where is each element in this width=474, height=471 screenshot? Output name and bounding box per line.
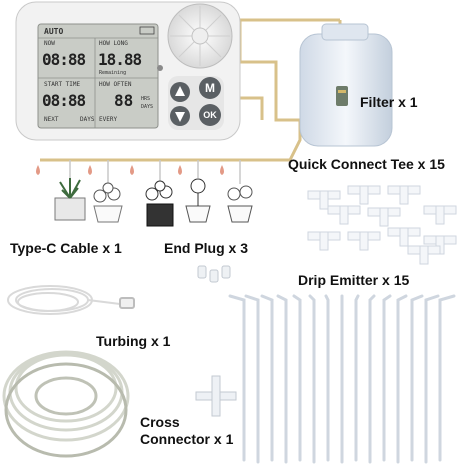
- cross-connector: [195, 375, 237, 417]
- tubing-coil: [2, 350, 130, 458]
- lcd-now-label: NOW: [44, 40, 55, 47]
- end-plug-label: End Plug x 3: [164, 240, 249, 256]
- filter-label: Filter x 1: [360, 94, 418, 110]
- type-c-cable-label: Type-C Cable x 1: [10, 240, 122, 256]
- lcd-now-time: 08:88: [42, 50, 86, 69]
- lcd-how-long-label: HOW LONG: [99, 40, 128, 47]
- lcd-start-time-label: START TIME: [44, 81, 81, 88]
- end-plugs: [197, 265, 231, 283]
- lcd-every-label: EVERY: [99, 116, 118, 123]
- lcd-hrs-label: HRS: [141, 96, 151, 102]
- quick-connect-tee-label: Quick Connect Tee x 15: [288, 156, 445, 172]
- ok-button[interactable]: OK: [203, 110, 217, 120]
- lcd-how-often-label: HOW OFTEN: [99, 81, 132, 88]
- lcd-days-label: DAYS: [141, 104, 154, 110]
- type-c-cable: [7, 285, 135, 315]
- plants-row: [36, 160, 253, 227]
- lcd-auto-label: AUTO: [44, 27, 64, 36]
- lcd-how-long-value: 18.88: [98, 50, 142, 69]
- controller-device: [15, 1, 241, 141]
- cross-connector-label-line1: Cross: [140, 414, 180, 430]
- down-button[interactable]: [170, 106, 190, 126]
- water-bottle: [299, 23, 393, 147]
- control-dial[interactable]: [168, 4, 232, 68]
- cross-connector-label-line2: Connector x 1: [140, 431, 234, 447]
- lcd-remaining-label: Remaining: [99, 70, 127, 76]
- lcd-days-label-2: DAYS: [80, 116, 95, 123]
- turbing-label: Turbing x 1: [96, 333, 171, 349]
- lcd-start-time-value: 08:88: [42, 91, 86, 110]
- lcd-next-label: NEXT: [44, 116, 59, 123]
- drip-emitter-label: Drip Emitter x 15: [298, 272, 410, 288]
- drip-emitters: [228, 294, 456, 464]
- up-button[interactable]: [170, 82, 190, 102]
- m-button[interactable]: M: [205, 81, 215, 95]
- tee-connectors: [307, 185, 457, 265]
- lcd-how-often-value: 88: [114, 91, 134, 110]
